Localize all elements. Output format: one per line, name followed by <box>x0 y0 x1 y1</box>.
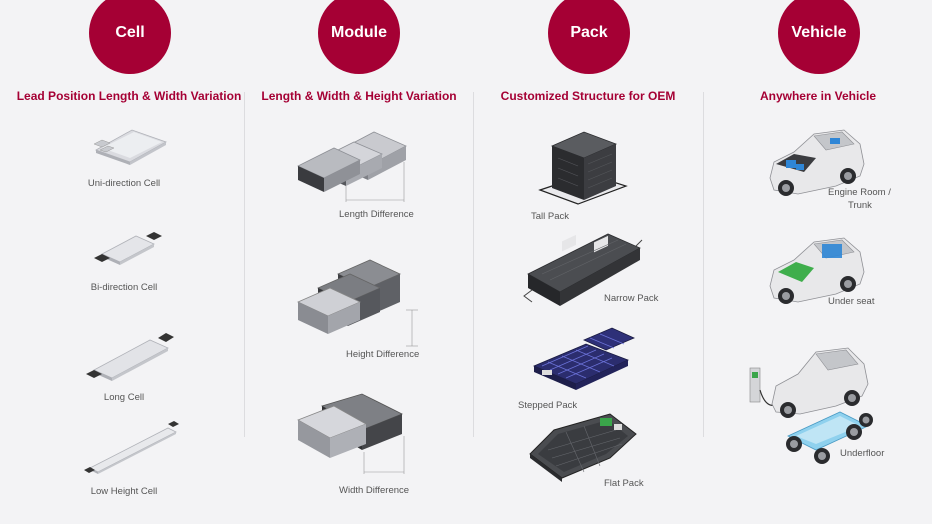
cell-label: Low Height Cell <box>90 486 158 497</box>
pack-heading: Pack <box>548 0 630 74</box>
pack-label: Narrow Pack <box>604 293 659 304</box>
column-divider <box>703 92 704 437</box>
pack-subtitle: Customized Structure for OEM <box>500 89 676 103</box>
module-label: Length Difference <box>339 209 414 220</box>
tall-pack-illustration <box>538 131 628 205</box>
cell-heading: Cell <box>89 0 171 74</box>
height-difference-module-illustration <box>297 259 418 347</box>
width-difference-module-illustration <box>297 393 405 474</box>
cell-label: Bi-direction Cell <box>90 282 158 293</box>
flat-pack-illustration <box>529 413 637 482</box>
vehicle-subtitle: Anywhere in Vehicle <box>759 89 877 103</box>
uni-direction-cell-illustration <box>93 129 167 165</box>
cell-label: Long Cell <box>103 392 145 403</box>
narrow-pack-illustration <box>523 233 643 306</box>
long-cell-illustration <box>86 333 174 381</box>
pack-label: Tall Pack <box>531 211 570 222</box>
cell-label: Uni-direction Cell <box>87 178 161 189</box>
under-seat-car-illustration <box>769 237 865 304</box>
module-label: Height Difference <box>346 349 420 360</box>
vehicle-label: Trunk <box>848 200 872 211</box>
pack-label: Flat Pack <box>604 478 644 489</box>
engine-room-car-illustration <box>769 129 865 196</box>
vehicle-label: Under seat <box>828 296 875 307</box>
module-label: Width Difference <box>339 485 410 496</box>
stepped-pack-illustration <box>532 327 635 390</box>
low-height-cell-illustration <box>84 421 179 474</box>
vehicle-label: Engine Room / <box>828 187 891 198</box>
column-divider <box>244 92 245 437</box>
underfloor-car-illustration <box>749 347 873 464</box>
module-heading: Module <box>318 0 400 74</box>
cell-subtitle: Lead Position Length & Width Variation <box>16 89 242 103</box>
column-divider <box>473 92 474 437</box>
bi-direction-cell-illustration <box>94 232 162 265</box>
length-difference-module-illustration <box>297 131 407 202</box>
module-subtitle: Length & Width & Height Variation <box>261 89 457 103</box>
pack-label: Stepped Pack <box>518 400 578 411</box>
vehicle-label: Underfloor <box>840 448 885 459</box>
vehicle-heading: Vehicle <box>778 0 860 74</box>
